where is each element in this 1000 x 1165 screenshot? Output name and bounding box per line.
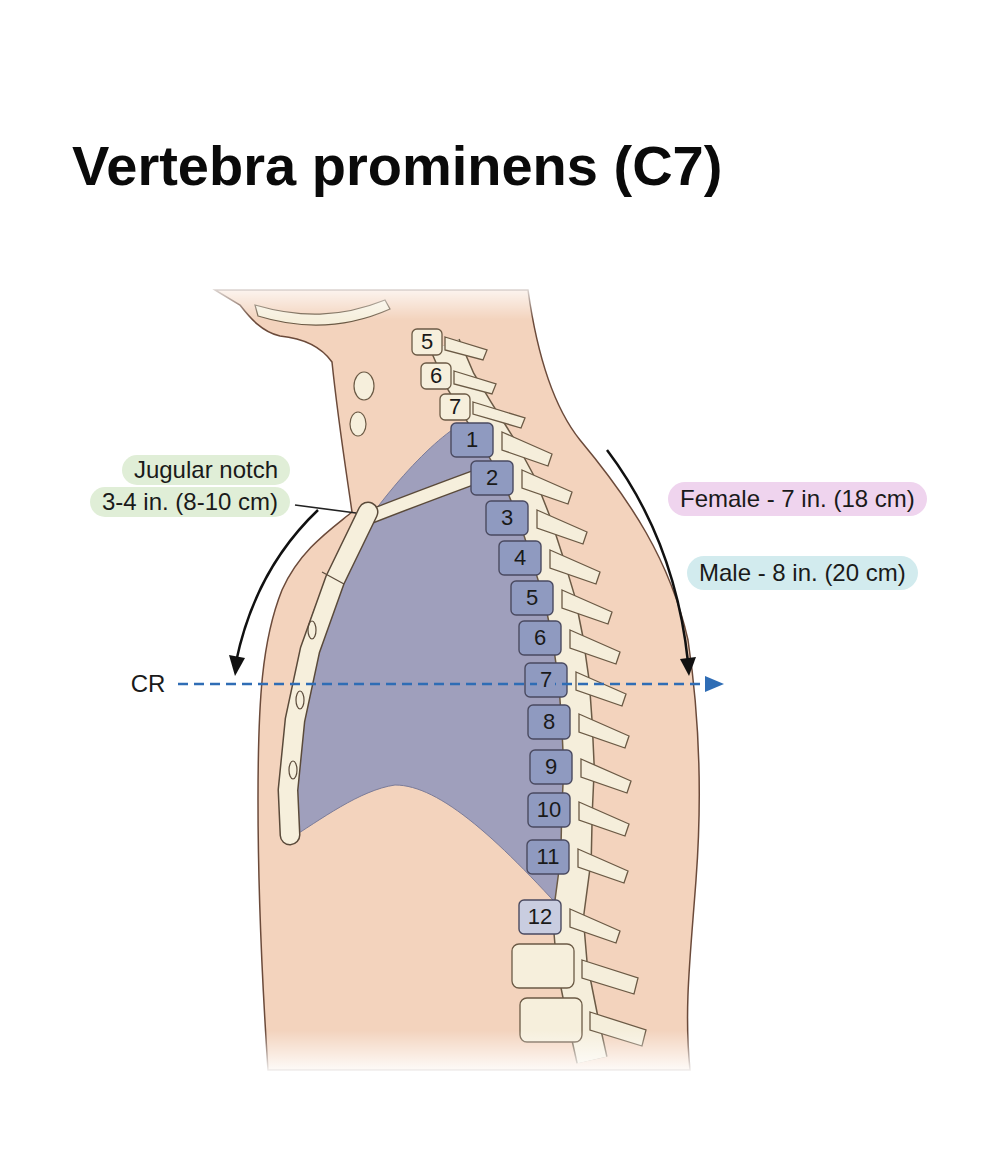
cervical-bodies	[412, 329, 470, 420]
lumbar-bodies-part	[512, 944, 574, 988]
fade-ground	[0, 1075, 1000, 1165]
spinous-processes-part	[550, 550, 600, 584]
thoracic-bodies-part	[528, 793, 570, 827]
spinous-processes-part	[579, 802, 629, 836]
vertebra-number: 9	[545, 755, 557, 779]
cervical-bodies-part	[412, 329, 442, 355]
spinous-processes-part	[581, 759, 631, 793]
spinal-column-part	[445, 345, 592, 1060]
measure-arrows-part	[229, 655, 245, 676]
thoracic-bodies-part	[486, 501, 528, 535]
spinous-processes-part	[537, 510, 587, 544]
sternum-clavicle-part	[308, 621, 316, 639]
label-band: Male - 8 in. (20 cm)	[687, 556, 918, 590]
vertebra-number: 11	[537, 845, 560, 869]
central-ray-part	[178, 683, 706, 686]
thoracic-bodies-part	[528, 705, 570, 739]
thoracic-bodies-part	[525, 663, 567, 697]
vertebra-number: 7	[449, 395, 461, 419]
thoracic-bodies-part	[527, 840, 569, 874]
body-silhouette-part	[354, 372, 374, 400]
spinal-column	[445, 345, 592, 1060]
band-text: 3-4 in. (8-10 cm)	[90, 487, 290, 517]
thoracic-bodies-part	[451, 423, 493, 457]
sternum-clavicle-part	[322, 572, 344, 584]
vertebra-number: 5	[526, 586, 538, 610]
sternum-clavicle	[288, 476, 478, 835]
body-silhouette-part	[350, 412, 366, 436]
vertebra-number: 3	[501, 506, 513, 530]
vertebra-number: 4	[514, 546, 526, 570]
vertebra-number: 5	[421, 330, 433, 354]
thoracic-bodies-part	[499, 541, 541, 575]
thoracic-bodies-part	[519, 900, 561, 934]
band-text: Jugular notch	[122, 455, 290, 485]
thoracic-bodies-part	[519, 621, 561, 655]
label-band: Jugular notch3-4 in. (8-10 cm)	[90, 455, 290, 517]
thoracic-bodies-part	[471, 461, 513, 495]
measure-arrows-part	[236, 510, 318, 662]
sternum-clavicle-part	[288, 512, 368, 835]
label-band: Female - 7 in. (18 cm)	[668, 482, 927, 516]
leader-line	[295, 505, 356, 513]
vertebra-number: 1	[466, 428, 478, 452]
spinal-column-part	[445, 345, 592, 1060]
vertebra-number: 8	[543, 710, 555, 734]
central-ray-part	[705, 676, 724, 692]
sternum-clavicle-part	[289, 761, 297, 779]
body-silhouette-part	[215, 290, 699, 1070]
vertebra-number: 6	[534, 626, 546, 650]
cervical-bodies-part	[421, 363, 451, 389]
band-text: Male - 8 in. (20 cm)	[699, 559, 906, 587]
vertebra-number: 12	[528, 905, 552, 929]
vertebra-number: 2	[486, 466, 498, 490]
thoracic-bodies-part	[511, 581, 553, 615]
vertebra-number: 7	[537, 668, 555, 692]
spinous-processes-part	[576, 672, 626, 706]
spinous-processes-part	[445, 337, 487, 360]
body-silhouette	[215, 290, 699, 1070]
spinous-processes-part	[454, 371, 496, 394]
spinous-processes	[445, 337, 646, 1046]
measure-arrows	[229, 450, 696, 676]
spinous-processes-part	[562, 590, 612, 624]
measure-arrows-part	[607, 450, 688, 662]
vertebra-number: 10	[537, 798, 561, 822]
cervical-bodies-part	[440, 394, 470, 420]
spinous-processes-part	[579, 714, 629, 748]
sternum-clavicle-part	[362, 476, 478, 520]
sternum-clavicle-part	[288, 512, 368, 835]
diagram-title: Vertebra prominens (C7)	[72, 138, 722, 194]
spinous-processes-part	[570, 909, 620, 943]
spinous-processes-part	[570, 630, 620, 664]
vertebra-number: 6	[430, 364, 442, 388]
sternum-clavicle-part	[296, 691, 304, 709]
central-ray	[178, 676, 724, 692]
measure-arrows-part	[680, 657, 696, 676]
ray-label: CR	[131, 671, 166, 697]
thoracic-bodies	[451, 423, 572, 934]
sternum-clavicle-part	[362, 476, 478, 520]
spinous-processes-part	[578, 849, 628, 883]
thoracic-bodies-part	[530, 750, 572, 784]
spinous-processes-part	[582, 960, 638, 994]
spinous-processes-part	[522, 470, 572, 504]
lumbar-bodies	[512, 944, 582, 1042]
fade-bottom	[0, 1030, 1000, 1075]
fade-top	[0, 280, 1000, 320]
band-text: Female - 7 in. (18 cm)	[680, 485, 915, 513]
